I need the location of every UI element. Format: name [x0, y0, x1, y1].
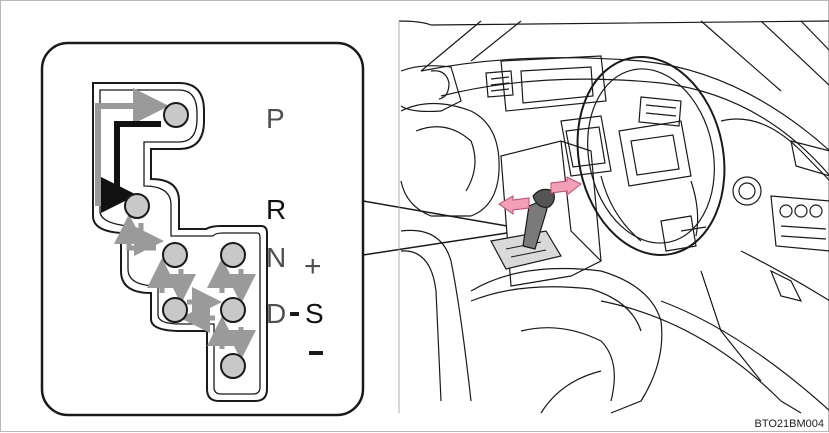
- knob-s: [221, 298, 245, 322]
- knob-d: [163, 298, 187, 322]
- label-s: S: [305, 298, 324, 329]
- label-plus: +: [304, 250, 322, 283]
- label-minus-dash: [309, 351, 323, 355]
- callout-line-top: [363, 201, 507, 226]
- knob-p: [164, 103, 188, 127]
- pink-arrow-right: [551, 177, 581, 195]
- knob-n: [163, 243, 187, 267]
- pink-arrow-left: [499, 196, 529, 214]
- car-interior-illustration: [399, 21, 829, 413]
- label-r: R: [266, 194, 286, 225]
- label-p: P: [266, 103, 285, 134]
- knob-r: [125, 194, 149, 218]
- shift-gate-panel: P R N + D S -: [1, 1, 363, 415]
- label-n: N: [266, 242, 286, 273]
- knob-minus: [221, 354, 245, 378]
- label-minus: -: [1, 1, 2, 2]
- figure-code: BTO21BM004: [754, 418, 824, 430]
- label-d-s-dash: [290, 312, 299, 316]
- knob-plus: [221, 243, 245, 267]
- label-d: D: [266, 298, 286, 329]
